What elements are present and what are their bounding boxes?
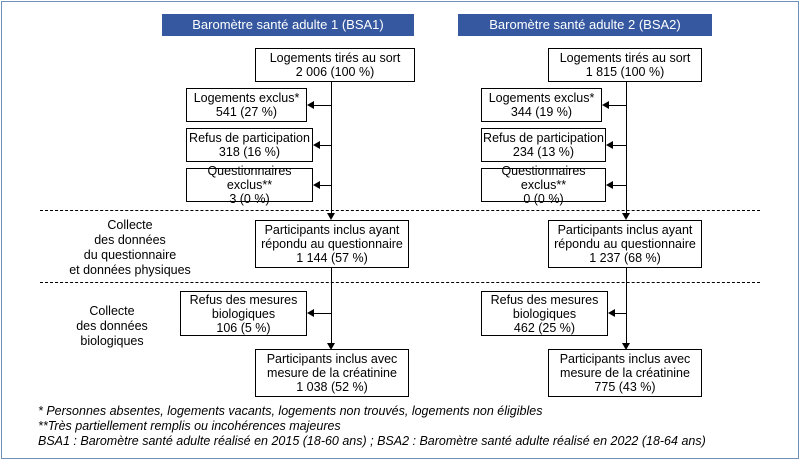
branch-line (611, 145, 626, 146)
arrow-left (313, 141, 320, 149)
header-bsa1: Baromètre santé adulte 1 (BSA1) (162, 14, 414, 36)
box-line: mesure de la créatinine (560, 366, 690, 380)
box-value: 3 (0 %) (229, 192, 270, 206)
arrow-down (622, 213, 630, 220)
label-line: des données (94, 233, 166, 247)
branch-line (607, 105, 626, 106)
box-refus-mesures-bsa1: Refus des mesures biologiques 106 (5 %) (180, 291, 307, 336)
flow-line (626, 82, 627, 214)
arrow-left (313, 181, 320, 189)
box-value: 234 (13 %) (512, 145, 575, 159)
branch-line (318, 185, 331, 186)
arrow-left (608, 309, 615, 317)
box-value: 1 038 (52 %) (296, 380, 368, 394)
footnote: **Très partiellement remplis ou incohére… (38, 419, 341, 433)
box-refus-mesures-bsa2: Refus des mesures biologiques 462 (25 %) (481, 291, 608, 336)
arrow-down (622, 343, 630, 350)
footnote: BSA1 : Baromètre santé adulte réalisé en… (38, 434, 706, 448)
box-creatinine-bsa2: Participants inclus avec mesure de la cr… (548, 349, 702, 397)
label-line: Collecte (89, 304, 135, 318)
box-value: 318 (16 %) (218, 145, 281, 159)
label-collecte-biologiques: Collecte des données biologiques (62, 304, 162, 349)
arrow-left (602, 101, 609, 109)
footnote: * Personnes absentes, logements vacants,… (38, 404, 543, 418)
box-value: 106 (5 %) (216, 320, 271, 335)
box-line: répondu au questionnaire (261, 237, 403, 251)
box-line: Participants inclus avec (559, 352, 691, 366)
label-line: et données physiques (69, 263, 191, 277)
box-logements-bsa1: Logements tirés au sort 2 006 (100 %) (255, 48, 415, 82)
label-line: Collecte (107, 218, 153, 232)
box-creatinine-bsa1: Participants inclus avec mesure de la cr… (255, 349, 409, 397)
box-participants-bsa2: Participants inclus ayant répondu au que… (548, 220, 702, 268)
box-refus-bsa2: Refus de participation 234 (13 %) (481, 128, 606, 162)
box-line: Logements exclus* (488, 91, 595, 105)
branch-line (613, 313, 626, 314)
header-bsa2: Baromètre santé adulte 2 (BSA2) (458, 14, 712, 36)
label-line: du questionnaire (83, 248, 177, 262)
box-value: 1 815 (100 %) (585, 65, 665, 79)
box-line: Logements exclus* (193, 91, 300, 105)
box-line: biologiques (211, 306, 276, 321)
separator-line (40, 282, 760, 283)
arrow-left (307, 101, 314, 109)
box-value: 541 (27 %) (215, 105, 278, 119)
box-line: Participants inclus ayant (557, 223, 693, 237)
box-questionnaires-exclus-bsa2: Questionnaires exclus** 0 (0 %) (481, 164, 606, 206)
box-line: Refus des mesures (490, 292, 599, 307)
box-line: Participants inclus avec (266, 352, 398, 366)
flow-line (331, 82, 332, 214)
box-exclus-bsa2: Logements exclus* 344 (19 %) (481, 88, 602, 122)
flow-line (626, 268, 627, 344)
separator-line (40, 210, 760, 211)
arrow-left (606, 181, 613, 189)
box-line: Questionnaires exclus** (501, 164, 586, 192)
box-line: Participants inclus ayant (264, 223, 400, 237)
arrow-down (327, 343, 335, 350)
box-line: répondu au questionnaire (554, 237, 696, 251)
arrow-left (606, 141, 613, 149)
box-value: 0 (0 %) (523, 192, 564, 206)
branch-line (312, 105, 331, 106)
box-value: 2 006 (100 %) (295, 65, 375, 79)
box-line: Logements tirés au sort (559, 51, 691, 65)
label-line: des données (76, 319, 148, 333)
box-value: 344 (19 %) (510, 105, 573, 119)
box-line: biologiques (512, 306, 577, 321)
box-refus-bsa1: Refus de participation 318 (16 %) (186, 128, 313, 162)
branch-line (318, 145, 331, 146)
box-value: 462 (25 %) (513, 320, 576, 335)
branch-line (611, 185, 626, 186)
flow-line (331, 268, 332, 344)
box-line: Questionnaires exclus** (207, 164, 292, 192)
box-questionnaires-exclus-bsa1: Questionnaires exclus** 3 (0 %) (186, 164, 313, 206)
box-exclus-bsa1: Logements exclus* 541 (27 %) (186, 88, 307, 122)
label-line: biologiques (80, 334, 144, 348)
branch-line (312, 313, 331, 314)
arrow-down (327, 213, 335, 220)
box-value: 775 (43 %) (594, 380, 656, 394)
box-line: Logements tirés au sort (269, 51, 401, 65)
box-line: Refus de participation (483, 131, 604, 145)
box-participants-bsa1: Participants inclus ayant répondu au que… (255, 220, 409, 268)
box-line: mesure de la créatinine (267, 366, 397, 380)
box-value: 1 237 (68 %) (589, 251, 661, 265)
label-collecte-questionnaire: Collecte des données du questionnaire et… (60, 218, 200, 278)
box-line: Refus de participation (189, 131, 310, 145)
box-value: 1 144 (57 %) (296, 251, 368, 265)
arrow-left (307, 309, 314, 317)
box-line: Refus des mesures (189, 292, 298, 307)
box-logements-bsa2: Logements tirés au sort 1 815 (100 %) (548, 48, 702, 82)
